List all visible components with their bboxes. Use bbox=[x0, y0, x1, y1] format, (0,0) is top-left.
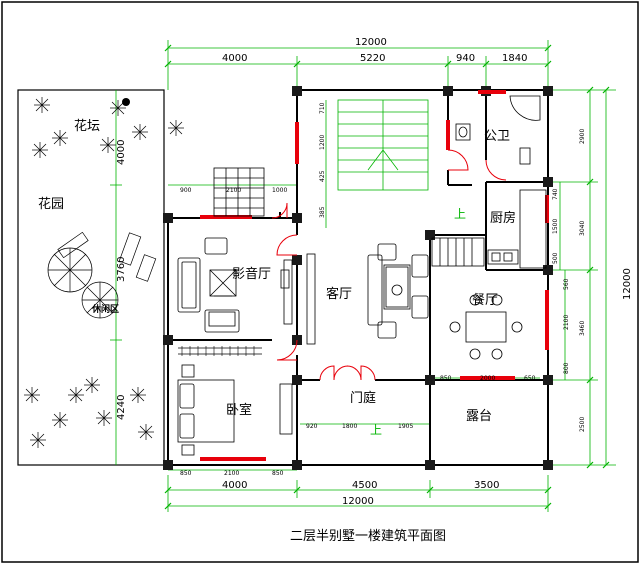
dim-ri-d: 2100 bbox=[563, 315, 570, 330]
dim-top-3: 940 bbox=[456, 53, 475, 64]
structural-columns bbox=[163, 86, 553, 470]
dim-ri-a: 740 bbox=[552, 188, 559, 200]
room-label-theater: 影音厅 bbox=[232, 266, 271, 282]
dim-bi-d: 920 bbox=[306, 423, 318, 430]
dim-right-b: 3040 bbox=[579, 221, 586, 236]
dim-stair-b: 1200 bbox=[319, 135, 326, 150]
dim-stair-c: 425 bbox=[319, 170, 326, 182]
dim-bottom-total: 12000 bbox=[342, 496, 374, 507]
theater-furniture bbox=[177, 237, 293, 333]
stair-up-label: 上 bbox=[454, 207, 466, 221]
dim-left-a: 4000 bbox=[116, 140, 127, 165]
dim-ri-e: 800 bbox=[563, 362, 570, 374]
dim-bi-f: 1905 bbox=[398, 423, 413, 430]
dim-dining-c: 650 bbox=[524, 375, 536, 382]
room-label-garden-bed: 花坛 bbox=[74, 118, 100, 134]
dim-right-c: 3460 bbox=[579, 321, 586, 336]
dim-stair-a: 710 bbox=[319, 102, 326, 114]
room-label-garden: 花园 bbox=[38, 196, 64, 212]
entry-up-label: 上 bbox=[370, 423, 382, 437]
dim-top-4: 1840 bbox=[502, 53, 527, 64]
kitchen-stair bbox=[431, 237, 485, 267]
dim-left-b: 3760 bbox=[116, 257, 127, 282]
dim-top-1: 4000 bbox=[222, 53, 247, 64]
flower-icon bbox=[122, 98, 130, 106]
garden-boundary bbox=[17, 89, 165, 466]
plan-title: 二层半别墅一楼建筑平面图 bbox=[290, 528, 446, 544]
room-label-bedroom: 卧室 bbox=[226, 402, 252, 418]
room-label-toilet: 公卫 bbox=[484, 129, 510, 144]
dim-top-2: 5220 bbox=[360, 53, 385, 64]
lounge-set bbox=[47, 231, 157, 319]
dim-bottom-2: 4500 bbox=[352, 480, 377, 491]
dim-stair-e: 900 bbox=[180, 187, 192, 194]
dim-ri-f: 560 bbox=[563, 278, 570, 290]
windows bbox=[200, 90, 549, 461]
dim-ri-c: 500 bbox=[552, 252, 559, 264]
dim-dining-b: 2000 bbox=[480, 375, 495, 382]
dim-bi-e: 1800 bbox=[342, 423, 357, 430]
plant-icons bbox=[24, 97, 184, 448]
dim-stair-g: 1000 bbox=[272, 187, 287, 194]
room-label-terrace: 露台 bbox=[466, 409, 492, 424]
dimension-ticks bbox=[164, 44, 610, 510]
room-label-lounge: 休闲区 bbox=[91, 303, 119, 315]
doors bbox=[271, 149, 507, 381]
room-label-dining: 餐厅 bbox=[472, 292, 498, 308]
living-furniture bbox=[306, 243, 429, 345]
room-label-courtyard: 门庭 bbox=[350, 390, 376, 406]
dim-bi-a: 850 bbox=[180, 470, 192, 477]
room-label-kitchen: 厨房 bbox=[490, 210, 516, 226]
dining-furniture bbox=[449, 294, 523, 360]
dim-stair-f: 2100 bbox=[226, 187, 241, 194]
dim-stair-d: 385 bbox=[319, 206, 326, 218]
bedroom-furniture bbox=[177, 346, 293, 456]
dim-bi-b: 2100 bbox=[224, 470, 239, 477]
room-label-living: 客厅 bbox=[326, 286, 352, 302]
dim-dining-a: 850 bbox=[440, 375, 452, 382]
dim-right-a: 2900 bbox=[579, 129, 586, 144]
side-stair bbox=[213, 167, 265, 217]
dim-bottom-1: 4000 bbox=[222, 480, 247, 491]
dim-top-total: 12000 bbox=[355, 37, 387, 48]
dim-bi-c: 850 bbox=[272, 470, 284, 477]
toilet-fixtures bbox=[455, 95, 541, 165]
dim-right-d: 2500 bbox=[579, 417, 586, 432]
main-stair bbox=[337, 99, 429, 191]
dim-ri-b: 1500 bbox=[552, 219, 559, 234]
dim-left-c: 4240 bbox=[116, 395, 127, 420]
dim-bottom-3: 3500 bbox=[474, 480, 499, 491]
dim-right-total: 12000 bbox=[622, 268, 633, 300]
kitchen-counter bbox=[487, 189, 547, 269]
